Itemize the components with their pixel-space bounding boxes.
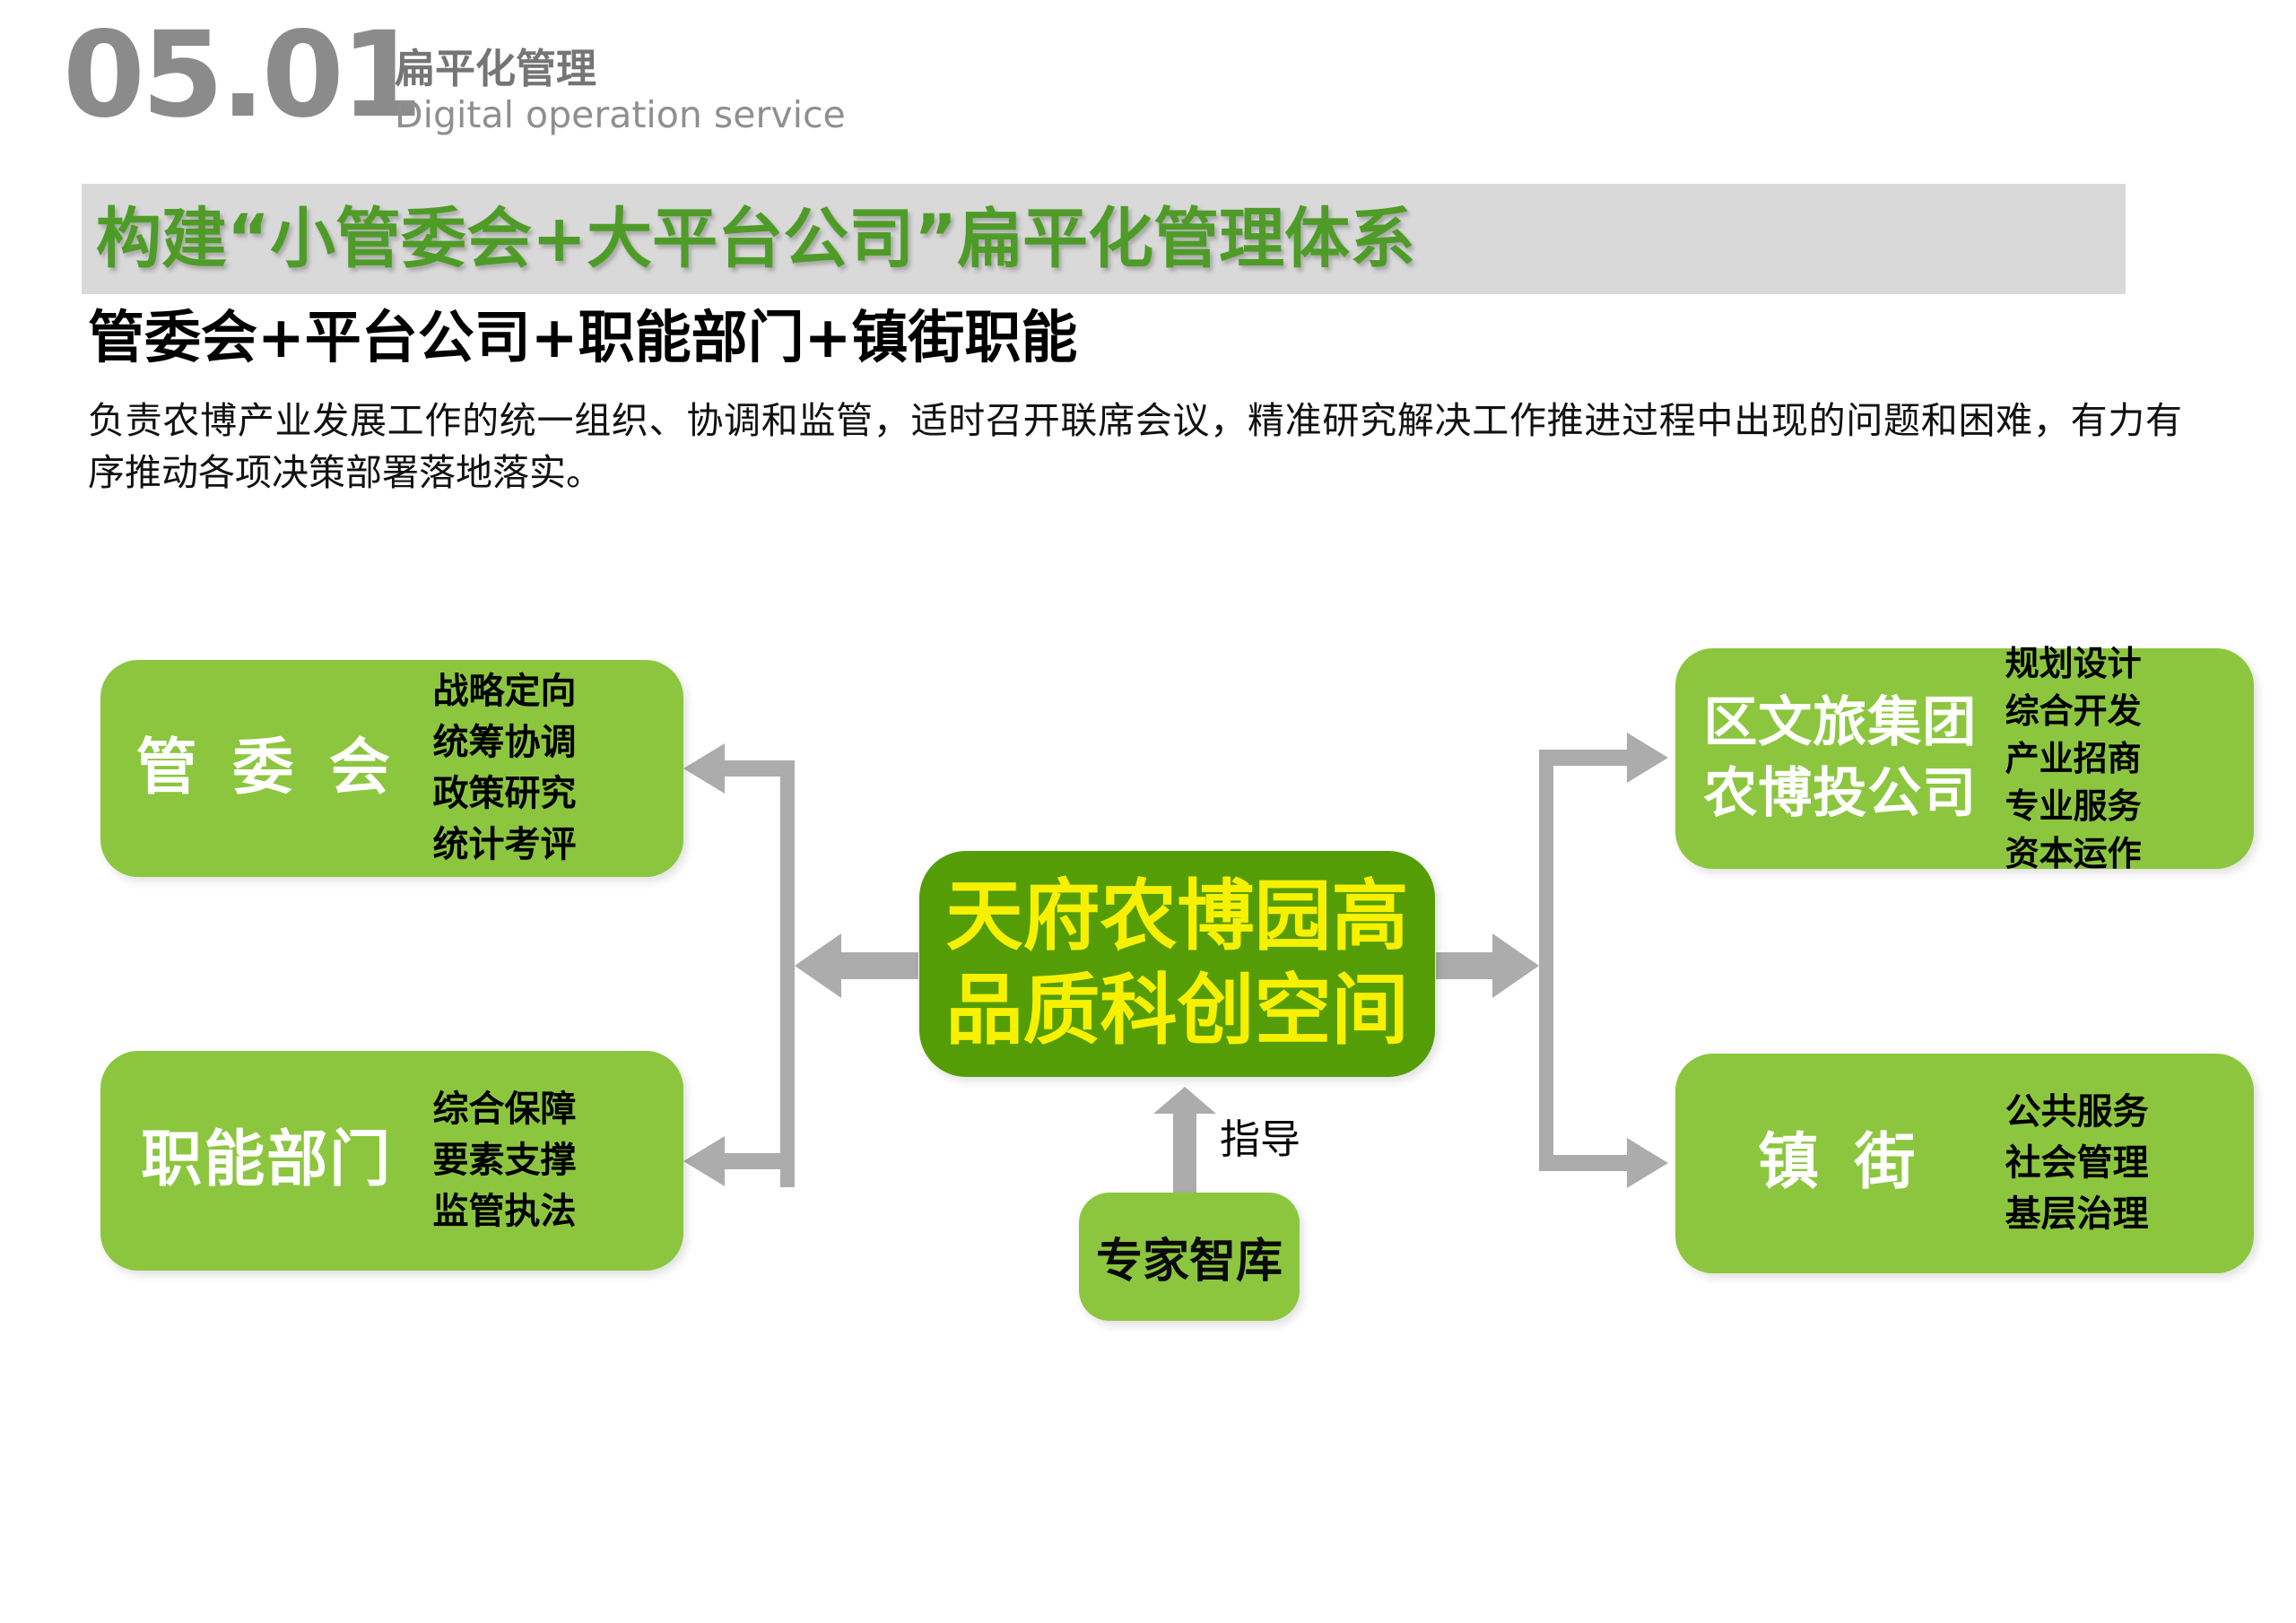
list-item: 统筹协调 xyxy=(432,722,577,763)
box-wenlv-title-line1: 区文旅集团 xyxy=(1703,690,1978,754)
box-zhenjie-title: 镇 街 xyxy=(1757,1127,1923,1199)
connector-to-zhineng xyxy=(721,1153,780,1169)
section-number: 05.01 xyxy=(63,6,423,144)
connector-to-wenlv xyxy=(1553,750,1627,766)
box-guanweihui: 管 委 会 战略定向 统筹协调 政策研究 统计考评 xyxy=(100,660,683,877)
center-title-line1: 天府农博园高 xyxy=(945,872,1409,962)
box-center-tianfu: 天府农博园高 品质科创空间 xyxy=(919,851,1435,1077)
guidance-label: 指导 xyxy=(1220,1115,1301,1163)
box-guanweihui-title: 管 委 会 xyxy=(135,732,397,803)
arrowhead-to-zhineng-icon xyxy=(683,1136,725,1186)
connector-center-to-right xyxy=(1436,952,1492,979)
list-item: 专业服务 xyxy=(2005,785,2142,826)
list-item: 战略定向 xyxy=(432,671,577,712)
list-item: 综合开发 xyxy=(2005,690,2142,731)
connector-to-guanweihui xyxy=(721,760,780,777)
list-item: 政策研究 xyxy=(432,773,577,814)
section-title-en: Digital operation service xyxy=(395,93,846,136)
list-item: 监管执法 xyxy=(432,1191,577,1232)
connector-thinktank-up xyxy=(1173,1112,1196,1193)
arrowhead-center-to-left-icon xyxy=(795,933,841,998)
banner: 构建“小管委会+大平台公司”扁平化管理体系 xyxy=(82,184,2126,294)
list-item: 社会管理 xyxy=(2005,1142,2149,1184)
box-zhineng: 职能部门 综合保障 要素支撑 监管执法 xyxy=(100,1051,683,1271)
box-wenlv-title-line2: 农博投公司 xyxy=(1703,762,1978,825)
box-thinktank-title: 专家智库 xyxy=(1095,1235,1283,1289)
arrowhead-to-wenlv-icon xyxy=(1627,733,1668,783)
left-bracket-vertical-bar xyxy=(780,760,795,1187)
list-item: 综合保障 xyxy=(432,1089,577,1130)
list-item: 产业招商 xyxy=(2005,738,2142,778)
arrowhead-thinktank-up-icon xyxy=(1153,1087,1216,1114)
list-item: 要素支撑 xyxy=(432,1140,577,1181)
box-wenlv-items: 规划设计 综合开发 产业招商 专业服务 资本运作 xyxy=(2005,640,2254,878)
box-zhenjie-items: 公共服务 社会管理 基层治理 xyxy=(2005,1087,2254,1240)
right-bracket-vertical-bar xyxy=(1539,750,1553,1171)
list-item: 基层治理 xyxy=(2005,1193,2149,1235)
box-zhineng-title: 职能部门 xyxy=(141,1124,393,1196)
subtitle: 管委会+平台公司+职能部门+镇街职能 xyxy=(88,305,1078,370)
list-item: 公共服务 xyxy=(2005,1091,2149,1133)
arrowhead-center-to-right-icon xyxy=(1492,933,1539,998)
connector-to-zhenjie xyxy=(1553,1155,1627,1171)
intro-paragraph: 负责农博产业发展工作的统一组织、协调和监管，适时召开联席会议，精准研究解决工作推… xyxy=(88,399,2182,495)
box-wenlv-title: 区文旅集团 农博投公司 xyxy=(1675,688,2005,829)
list-item: 资本运作 xyxy=(2005,833,2142,873)
box-guanweihui-items: 战略定向 统筹协调 政策研究 统计考评 xyxy=(433,666,684,871)
section-title-zh: 扁平化管理 xyxy=(395,45,597,92)
connector-center-to-left xyxy=(838,952,918,979)
banner-title: 构建“小管委会+大平台公司”扁平化管理体系 xyxy=(96,201,1416,277)
list-item: 统计考评 xyxy=(432,824,577,865)
box-zhineng-items: 综合保障 要素支撑 监管执法 xyxy=(433,1084,684,1237)
box-wenlv: 区文旅集团 农博投公司 规划设计 综合开发 产业招商 专业服务 资本运作 xyxy=(1675,644,2254,873)
box-thinktank: 专家智库 xyxy=(1079,1193,1300,1321)
arrowhead-to-guanweihui-icon xyxy=(683,743,725,794)
list-item: 规划设计 xyxy=(2005,643,2142,683)
box-zhenjie: 镇 街 公共服务 社会管理 基层治理 xyxy=(1675,1054,2254,1273)
center-title-line2: 品质科创空间 xyxy=(945,966,1409,1055)
arrowhead-to-zhenjie-icon xyxy=(1627,1138,1668,1188)
